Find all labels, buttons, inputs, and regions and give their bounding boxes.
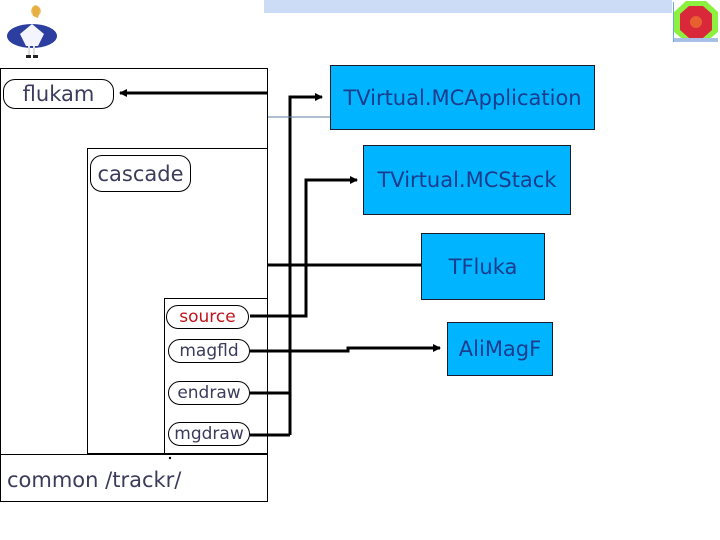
magfld-label: magfld [179,341,239,361]
top-banner-bar [264,0,674,13]
mgdraw-routine[interactable]: mgdraw [168,422,250,446]
class-label: AliMagF [458,337,542,361]
mgdraw-label: mgdraw [174,424,244,444]
common-block-frame [0,454,268,502]
user-routines-frame [164,298,268,454]
endraw-routine[interactable]: endraw [168,381,250,405]
endraw-label: endraw [177,383,241,403]
class-tvirtualmcstack[interactable]: TVirtual.MCStack [363,145,571,215]
magfld-routine[interactable]: magfld [168,339,250,363]
flukam-label: flukam [22,82,95,106]
common-block-label: common /trackr/ [7,468,182,492]
cascade-label: cascade [97,161,184,186]
flukam-routine[interactable]: flukam [3,79,114,109]
class-label: TVirtual.MCApplication [343,85,582,110]
source-label: source [179,307,236,327]
class-alimagf[interactable]: AliMagF [447,322,553,376]
cascade-routine[interactable]: cascade [90,155,191,192]
alice-figure-icon [7,5,57,58]
wire-magfld-alimagf [250,344,441,353]
wire-to-application [288,93,323,435]
class-label: TFluka [448,254,518,279]
class-label: TVirtual.MCStack [377,168,557,192]
wire-source-stack [250,176,358,318]
class-tvirtualmcapplication[interactable]: TVirtual.MCApplication [330,65,595,130]
class-tfluka[interactable]: TFluka [421,233,545,300]
dot-marker [168,456,172,460]
source-routine[interactable]: source [166,305,249,329]
alice-experiment-logo-icon [672,0,720,44]
